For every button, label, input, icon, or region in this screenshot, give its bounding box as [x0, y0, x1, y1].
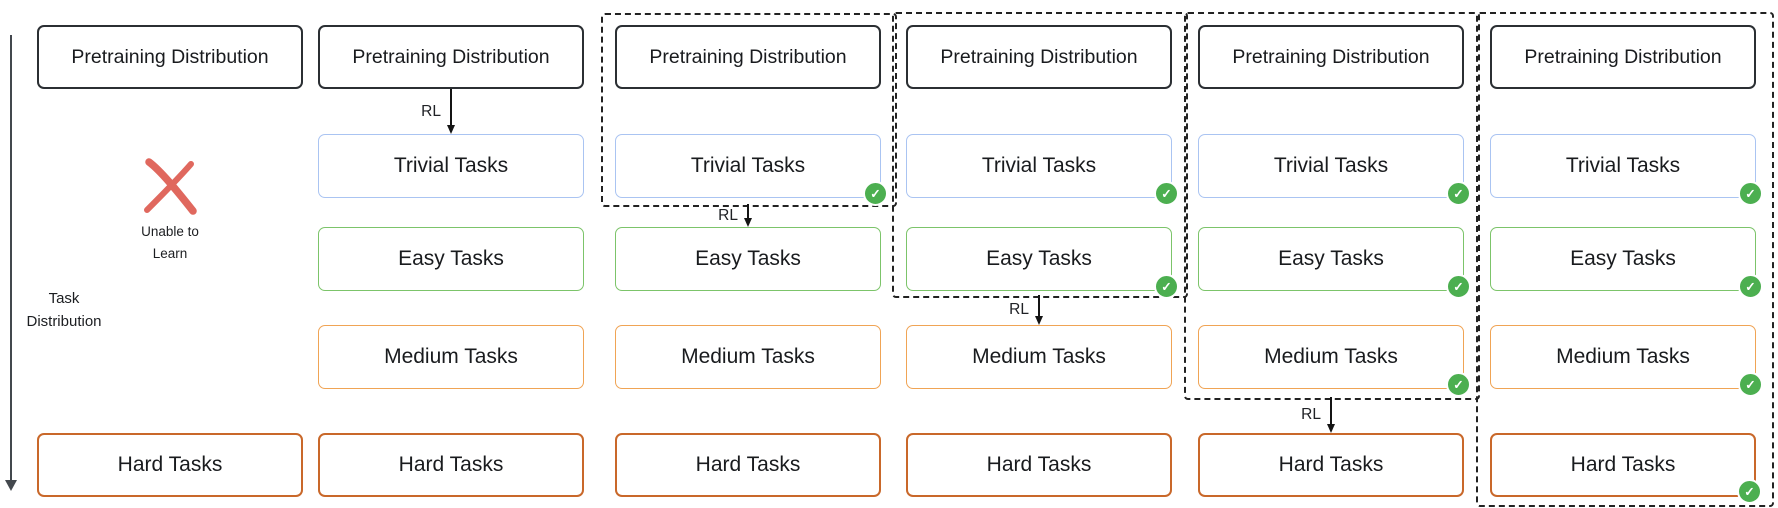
rl-arrow: RL	[615, 204, 881, 227]
check-badge-icon: ✓	[1446, 274, 1471, 299]
hard-tasks-box: Hard Tasks	[906, 433, 1172, 497]
medium-tasks-label: Medium Tasks	[1556, 345, 1690, 368]
medium-tasks-box: Medium Tasks ✓	[1198, 325, 1471, 397]
trivial-tasks-box: Trivial Tasks ✓	[906, 134, 1179, 206]
frozen-group-outline-stage-3	[601, 13, 897, 207]
pretraining-distribution-label: Pretraining Distribution	[1524, 45, 1722, 68]
hard-tasks-label: Hard Tasks	[1278, 453, 1384, 476]
pretraining-distribution-box: Pretraining Distribution	[906, 25, 1172, 89]
frozen-group-outline-stage-4	[892, 12, 1188, 298]
easy-tasks-box: Easy Tasks ✓	[906, 227, 1179, 299]
check-badge-icon: ✓	[1154, 274, 1179, 299]
hard-tasks-label: Hard Tasks	[117, 453, 223, 476]
pretraining-distribution-box: Pretraining Distribution	[1198, 25, 1464, 89]
pretraining-distribution-box: Pretraining Distribution	[318, 25, 584, 89]
axis-label: Task Distribution	[26, 290, 102, 330]
unable-to-learn-label: Unable to Learn	[141, 224, 199, 261]
medium-tasks-box: Medium Tasks	[318, 325, 584, 389]
arrow-line	[450, 89, 452, 128]
pretraining-distribution-box: Pretraining Distribution	[37, 25, 303, 89]
arrowhead-icon	[744, 218, 752, 227]
trivial-tasks-box: Trivial Tasks ✓	[1198, 134, 1471, 206]
frozen-group-outline-stage-5	[1184, 12, 1480, 400]
trivial-tasks-label: Trivial Tasks	[690, 154, 806, 177]
rl-arrow: RL	[906, 295, 1172, 325]
trivial-tasks-label: Trivial Tasks	[393, 154, 509, 177]
check-badge-icon: ✓	[1154, 181, 1179, 206]
stage-column-6: Pretraining Distribution Trivial Tasks ✓…	[1490, 0, 1763, 508]
pretraining-distribution-box: Pretraining Distribution	[1490, 25, 1756, 89]
check-badge-icon: ✓	[1738, 181, 1763, 206]
rl-arrow: RL	[1198, 397, 1464, 433]
trivial-tasks-label: Trivial Tasks	[981, 154, 1097, 177]
trivial-tasks-label: Trivial Tasks	[1565, 154, 1681, 177]
easy-tasks-box: Easy Tasks	[615, 227, 881, 291]
pretraining-distribution-label: Pretraining Distribution	[352, 45, 550, 68]
check-badge-icon: ✓	[1446, 372, 1471, 397]
arrowhead-icon	[1327, 424, 1335, 433]
stage-column-3: Pretraining Distribution Trivial Tasks ✓…	[615, 0, 888, 508]
stage-column-5: Pretraining Distribution Trivial Tasks ✓…	[1198, 0, 1471, 508]
easy-tasks-label: Easy Tasks	[695, 247, 801, 270]
rl-label: RL	[421, 102, 441, 120]
rl-label: RL	[1301, 406, 1321, 423]
trivial-tasks-box: Trivial Tasks	[318, 134, 584, 198]
medium-tasks-label: Medium Tasks	[384, 345, 518, 368]
pretraining-distribution-label: Pretraining Distribution	[71, 45, 269, 68]
medium-tasks-label: Medium Tasks	[681, 345, 815, 368]
hard-tasks-box: Hard Tasks	[615, 433, 881, 497]
check-badge-icon: ✓	[1446, 181, 1471, 206]
trivial-tasks-label: Trivial Tasks	[1273, 154, 1389, 177]
medium-tasks-label: Medium Tasks	[1264, 345, 1398, 368]
x-icon	[144, 158, 197, 215]
easy-tasks-box: Easy Tasks	[318, 227, 584, 291]
frozen-group-outline-stage-6	[1476, 12, 1774, 507]
stage-column-1: Pretraining Distribution Unable to Learn…	[37, 0, 303, 508]
medium-tasks-label: Medium Tasks	[972, 345, 1106, 368]
trivial-tasks-box: Trivial Tasks ✓	[615, 134, 888, 206]
hard-tasks-label: Hard Tasks	[1570, 453, 1676, 476]
arrowhead-icon	[1035, 316, 1043, 325]
check-badge-icon: ✓	[1738, 274, 1763, 299]
stage-column-4: Pretraining Distribution Trivial Tasks ✓…	[906, 0, 1179, 508]
hard-tasks-label: Hard Tasks	[398, 453, 504, 476]
axis-arrowhead-icon	[5, 480, 17, 491]
hard-tasks-box: Hard Tasks ✓	[1490, 433, 1762, 504]
task-distribution-axis	[10, 35, 13, 482]
rl-label: RL	[718, 206, 738, 224]
arrowhead-icon	[447, 125, 455, 134]
rl-label: RL	[1009, 301, 1029, 318]
hard-tasks-box: Hard Tasks	[1198, 433, 1464, 497]
hard-tasks-label: Hard Tasks	[986, 453, 1092, 476]
easy-tasks-label: Easy Tasks	[986, 247, 1092, 270]
hard-tasks-box: Hard Tasks	[37, 433, 303, 497]
trivial-tasks-box: Trivial Tasks ✓	[1490, 134, 1763, 206]
pretraining-distribution-label: Pretraining Distribution	[649, 45, 847, 68]
check-badge-icon: ✓	[863, 181, 888, 206]
hard-tasks-box: Hard Tasks	[318, 433, 584, 497]
stage-column-2: Pretraining Distribution RL Trivial Task…	[318, 0, 584, 508]
arrow-line	[1038, 295, 1040, 319]
easy-tasks-box: Easy Tasks ✓	[1490, 227, 1763, 299]
rl-arrow: RL	[318, 89, 584, 134]
medium-tasks-box: Medium Tasks	[615, 325, 881, 389]
pretraining-distribution-box: Pretraining Distribution	[615, 25, 881, 89]
easy-tasks-box: Easy Tasks ✓	[1198, 227, 1471, 299]
check-badge-icon: ✓	[1738, 372, 1763, 397]
arrow-line	[747, 204, 749, 221]
easy-tasks-label: Easy Tasks	[398, 247, 504, 270]
hard-tasks-label: Hard Tasks	[695, 453, 801, 476]
check-badge-icon: ✓	[1737, 479, 1762, 504]
pretraining-distribution-label: Pretraining Distribution	[940, 45, 1138, 68]
medium-tasks-box: Medium Tasks	[906, 325, 1172, 389]
unable-to-learn: Unable to Learn	[37, 155, 303, 264]
easy-tasks-label: Easy Tasks	[1570, 247, 1676, 270]
pretraining-distribution-label: Pretraining Distribution	[1232, 45, 1430, 68]
arrow-line	[1330, 397, 1332, 427]
medium-tasks-box: Medium Tasks ✓	[1490, 325, 1763, 397]
easy-tasks-label: Easy Tasks	[1278, 247, 1384, 270]
